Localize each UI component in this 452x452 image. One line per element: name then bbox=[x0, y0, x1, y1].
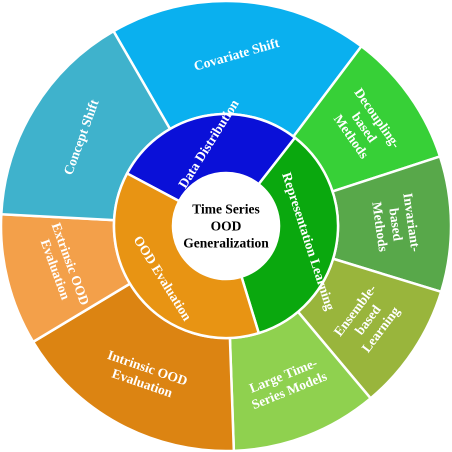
inner-segment-representation bbox=[239, 135, 340, 335]
center-title-line: Generalization bbox=[183, 236, 269, 251]
outer-label-invariant: Invariant-basedMethods bbox=[369, 192, 424, 257]
center-title-line: OOD bbox=[211, 219, 242, 234]
outer-label-invariant-line: Methods bbox=[369, 201, 391, 253]
center-title-line: Time Series bbox=[192, 202, 260, 217]
center-circle bbox=[173, 173, 279, 279]
outer-label-invariant-line: based bbox=[386, 207, 406, 242]
